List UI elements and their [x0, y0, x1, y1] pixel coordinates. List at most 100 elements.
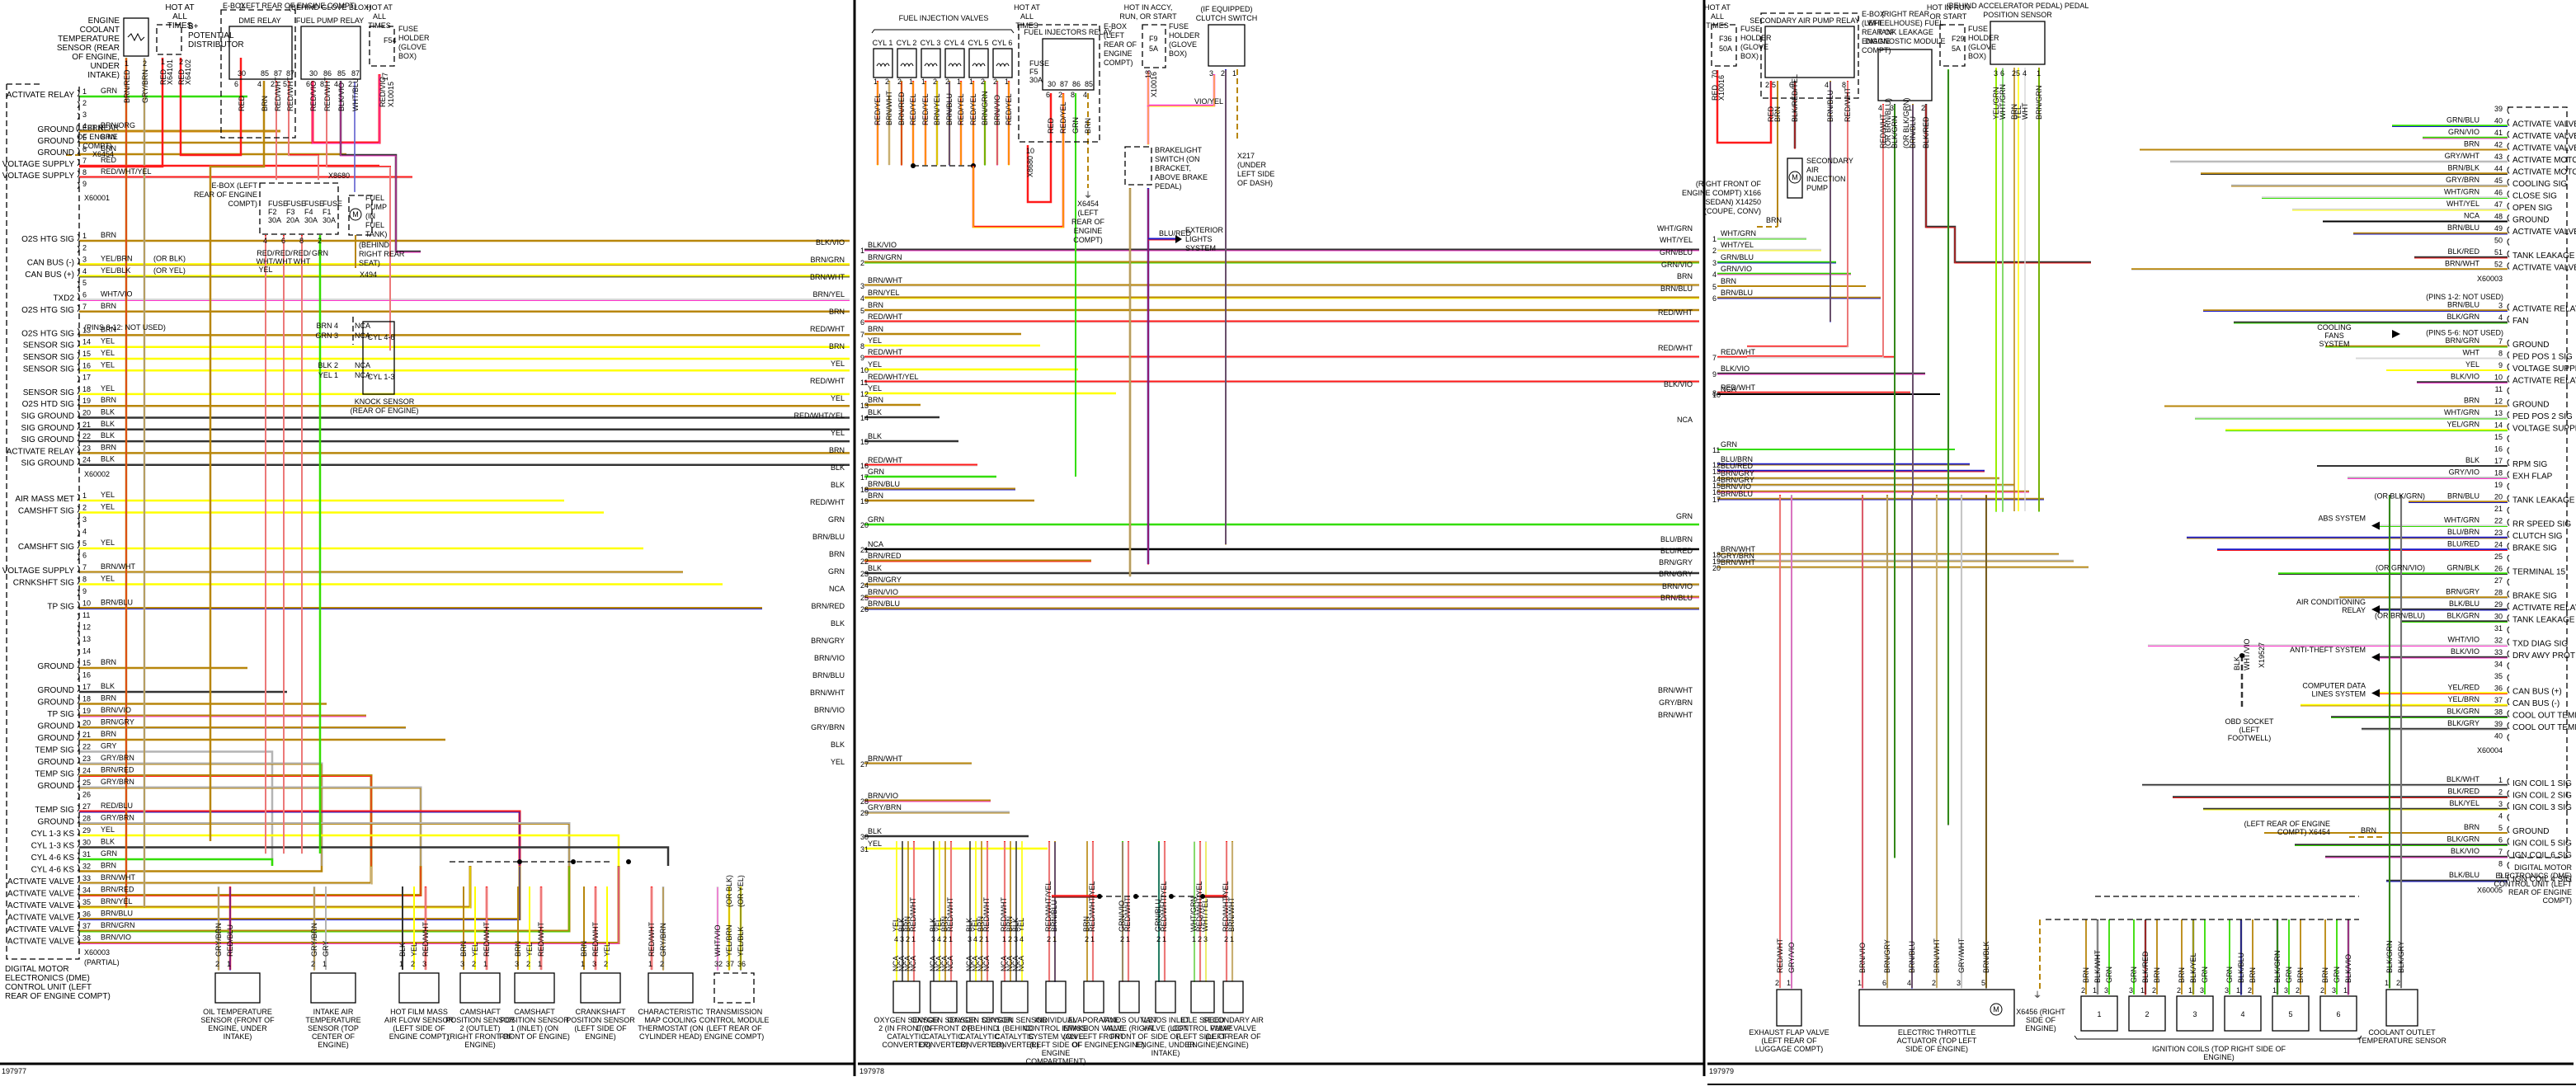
- wire-label: BRN: [2010, 104, 2018, 120]
- pin-number: 18: [2494, 469, 2503, 477]
- ground-id: X494: [360, 270, 377, 279]
- wire-tracer: [972, 94, 1064, 228]
- pin-terminal: [2507, 190, 2510, 198]
- ignition-coil-box: [2128, 995, 2166, 1032]
- pin-function: RPM SIG: [2512, 460, 2547, 469]
- pin-function: ACTIVATE RELAY: [2512, 305, 2576, 314]
- vanos-outlet-valve-box: [1118, 980, 1140, 1013]
- nca-label: NCA: [929, 956, 937, 971]
- transmission-control-module-title: CONTROL MODULE: [699, 1016, 770, 1024]
- pin-number: 3: [1957, 979, 1961, 987]
- wire-label: BRN: [459, 941, 468, 957]
- icis-valve-title: SYSTEM VALVE: [1028, 1032, 1083, 1041]
- oxygen-sensor-1-behind-box: [1001, 980, 1029, 1013]
- ect-sensor-box: [123, 17, 149, 57]
- pin-number: 8: [1842, 81, 1846, 89]
- exterior-lights-label: SYSTEM: [1185, 244, 1216, 252]
- pin-function: GROUND: [38, 734, 74, 743]
- pin-terminal: [2507, 214, 2510, 222]
- nca-label: NCA: [971, 956, 979, 971]
- wire-alt-note: (OR BLK): [153, 255, 186, 263]
- pin-terminal: [2507, 459, 2510, 467]
- destination-system: COMPUTER DATA: [2302, 682, 2366, 690]
- wire-label: BLK: [965, 918, 973, 932]
- wire-label: YEL: [1017, 918, 1025, 932]
- edge-wire-label: BRN/RED: [811, 602, 845, 610]
- pin-terminal: [77, 912, 80, 919]
- wire: [79, 786, 422, 866]
- exhaust-flap-valve-title: (LEFT REAR OF: [1761, 1037, 1817, 1045]
- wire-label: RED/WHT: [1776, 938, 1784, 973]
- fuse-holder-label: BOX): [398, 52, 417, 60]
- pin-function: SIG GROUND: [21, 459, 74, 468]
- fuel-pump-title: FUEL: [365, 221, 384, 229]
- wire-label: WHT/YEL: [1721, 241, 1754, 249]
- pin-number: 3: [1994, 69, 1998, 78]
- electric-throttle-actuator-title: ACTUATOR (TOP LEFT: [1897, 1037, 1977, 1045]
- pin-number: 1: [1858, 979, 1862, 987]
- wire-label: GRN/VIO: [1118, 901, 1126, 932]
- hot-at-all-times: TIMES: [1015, 21, 1038, 30]
- pin-number: 8: [82, 576, 87, 584]
- edge-wire-label: BRN/WHT: [1658, 711, 1693, 719]
- pin-terminal: [2507, 238, 2510, 246]
- ground-note: RIGHT REAR: [359, 250, 405, 258]
- wire-label: BLK: [1011, 918, 1020, 932]
- brake-switch-title: BRAKELIGHT: [1155, 146, 1203, 154]
- pin-function: GROUND: [38, 686, 74, 695]
- destination-system: RELAY: [2342, 606, 2366, 614]
- pin-function: EXH FLAP: [2512, 473, 2553, 482]
- wire-label: BRN: [868, 325, 883, 333]
- wire-label: WHT/VIO: [713, 925, 722, 957]
- pin-number: 1: [2188, 986, 2192, 995]
- wire: [79, 866, 323, 872]
- wire-label: YEL: [2014, 106, 2023, 120]
- injector-box: [873, 48, 893, 78]
- pin-function: SIG GROUND: [21, 412, 74, 421]
- wire-label: BRN/WHT: [885, 91, 893, 125]
- pin-number: 1: [1712, 235, 1717, 243]
- oxygen-sensor-2-front-title: OXYGEN SENSOR: [874, 1016, 940, 1024]
- connector-id: X60003: [84, 948, 110, 957]
- pin-terminal: [77, 257, 80, 265]
- wire-label: GRY/BRN: [101, 814, 134, 822]
- pin-terminal: [77, 888, 80, 896]
- crankshaft-sensor-title: POSITION SENSOR: [566, 1016, 635, 1024]
- wire-label: NCA: [1721, 385, 1736, 393]
- injector-relay-title: FUEL INJECTORS RELAY: [1024, 28, 1112, 36]
- arrow-icon: [2371, 653, 2380, 661]
- sap-ground-location: (SEDAN) X14250: [1702, 198, 1761, 206]
- pin-number: 3: [860, 282, 864, 290]
- wire: [1026, 93, 1053, 204]
- pin-number: 13: [860, 402, 869, 410]
- pin-number: 14: [1712, 475, 1721, 483]
- edge-wire-label: WHT/YEL: [1660, 236, 1693, 244]
- pin-number: 9: [1712, 370, 1717, 379]
- pin-number: 23: [82, 444, 91, 452]
- brake-switch-title: SWITCH (ON: [1155, 155, 1200, 163]
- maf-sensor-box: [398, 972, 440, 1004]
- edge-wire-label: BRN/VIO: [1662, 582, 1693, 590]
- wire-label: WHT/GRN: [2444, 516, 2479, 524]
- camshaft-sensor-1-title: FRONT OF ENGINE): [499, 1032, 570, 1041]
- wire-label: BLK: [868, 564, 882, 572]
- pin-terminal: [77, 293, 80, 300]
- pin-terminal: [2507, 130, 2510, 139]
- dme-relay-box: [228, 26, 293, 80]
- wire-label: NCA: [2464, 212, 2479, 220]
- pin-number: 31: [860, 845, 869, 854]
- pin-number: 6: [860, 318, 864, 327]
- coil-number: 4: [2240, 1010, 2244, 1018]
- pin-terminal: [77, 864, 80, 872]
- ftldm-title: DIAGNOSTIC MODULE: [1865, 37, 1945, 45]
- secondary-air-valve-title: ENGINE): [1217, 1041, 1249, 1049]
- pin-function: ACTIVATE MOTOR: [2512, 168, 2576, 177]
- pin-terminal: [2507, 399, 2510, 407]
- wire-label: BRN: [2464, 140, 2479, 148]
- pin-function: RR SPEED SIG: [2512, 520, 2571, 529]
- bpd-title: POTENTIAL: [188, 31, 234, 40]
- ground-location: X217: [1237, 152, 1255, 160]
- wire-label: BRN/BLU: [1909, 116, 1917, 148]
- pin-number: 6: [306, 80, 310, 88]
- pin-number: 19: [82, 707, 91, 715]
